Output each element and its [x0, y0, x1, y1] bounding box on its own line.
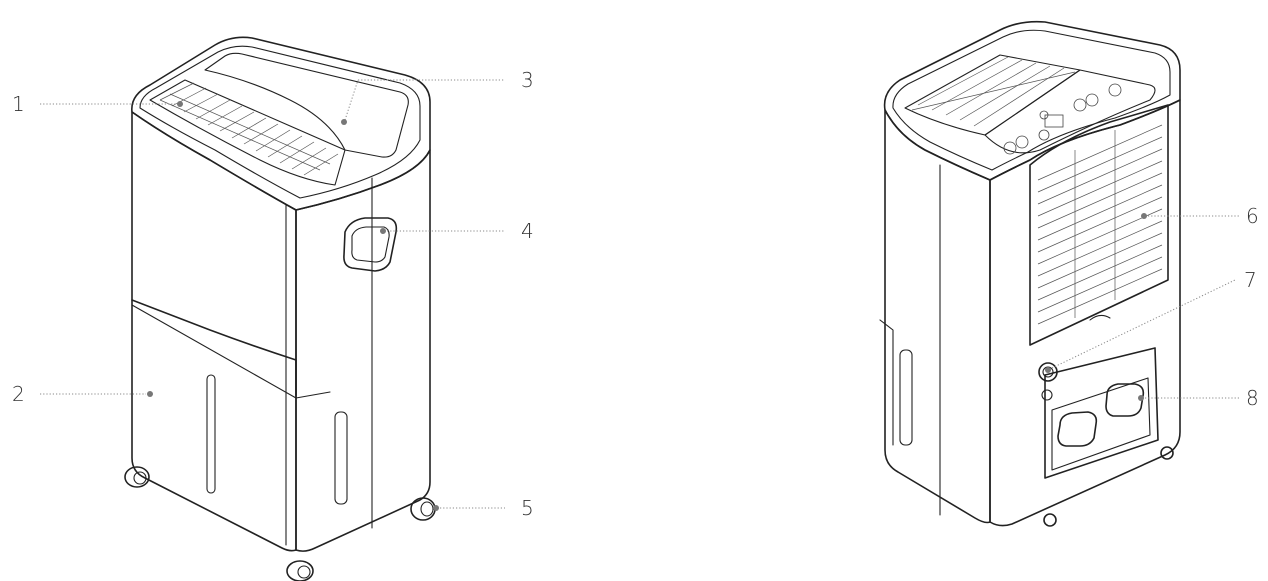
callout-2: 2 — [12, 382, 25, 406]
front-right-wheel — [410, 497, 436, 521]
back-top-grille — [904, 54, 1081, 136]
rear-tank-handle — [1044, 347, 1159, 479]
top-lid — [131, 36, 431, 211]
side-handle — [343, 217, 398, 272]
callout-3: 3 — [521, 68, 534, 92]
callout-1: 1 — [12, 92, 25, 116]
callout-8: 8 — [1246, 386, 1259, 410]
back-body-left-face — [884, 109, 991, 524]
water-level-window — [206, 374, 216, 494]
callout-5: 5 — [521, 496, 534, 520]
top-air-outlet — [149, 79, 346, 186]
callout-6: 6 — [1246, 204, 1259, 228]
body-right-face — [295, 149, 431, 552]
rear-air-filter — [1029, 104, 1169, 346]
callout-4: 4 — [521, 219, 534, 243]
front-left-wheel — [124, 466, 150, 488]
back-body-right-face — [989, 99, 1181, 527]
front-view-unit — [124, 36, 436, 581]
callout-leaders — [40, 79, 1240, 511]
callout-7: 7 — [1244, 268, 1257, 292]
back-view-unit — [879, 20, 1181, 527]
back-control-panel — [984, 69, 1156, 155]
top-control-panel — [204, 52, 409, 158]
back-top-lid — [883, 20, 1181, 181]
front-bottom-wheel — [286, 560, 314, 581]
callout-labels: 1 2 3 4 5 6 7 8 — [12, 68, 1259, 520]
